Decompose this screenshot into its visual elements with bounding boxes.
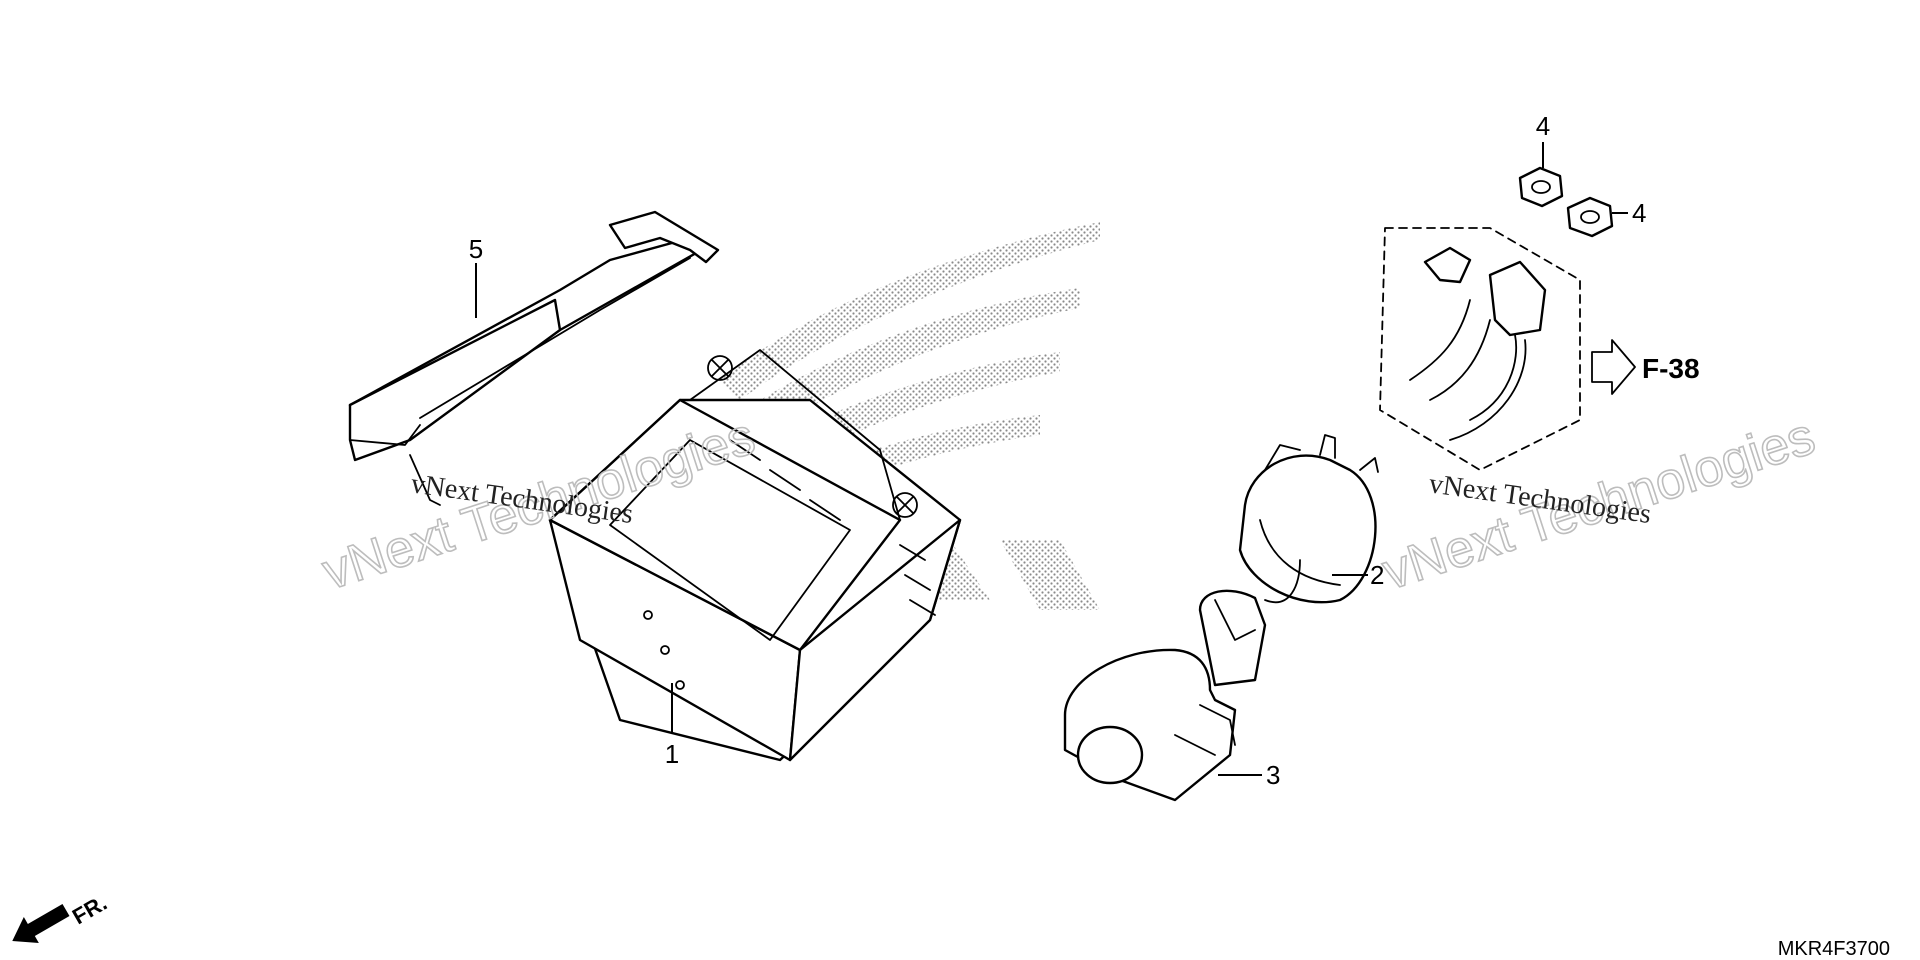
callout-3: 3 <box>1266 760 1280 790</box>
nut-left <box>1518 166 1564 208</box>
callout-1: 1 <box>665 739 679 769</box>
callout-5: 5 <box>469 234 483 264</box>
front-arrow-icon <box>12 903 70 943</box>
battery-strap <box>348 210 720 506</box>
starter-relay <box>1198 434 1379 687</box>
wiring-inset <box>1379 227 1581 471</box>
nut-right <box>1566 196 1614 238</box>
callout-4-top: 4 <box>1536 111 1550 141</box>
front-marker-label: FR. <box>68 890 111 929</box>
callout-2: 2 <box>1370 560 1384 590</box>
reference-label: F-38 <box>1642 353 1700 384</box>
battery <box>548 349 962 762</box>
diagram-code: MKR4F3700 <box>1778 938 1890 960</box>
relay-cover <box>1063 648 1237 802</box>
callout-4-right: 4 <box>1632 198 1646 228</box>
right-outline-arrow-icon <box>1591 339 1636 395</box>
